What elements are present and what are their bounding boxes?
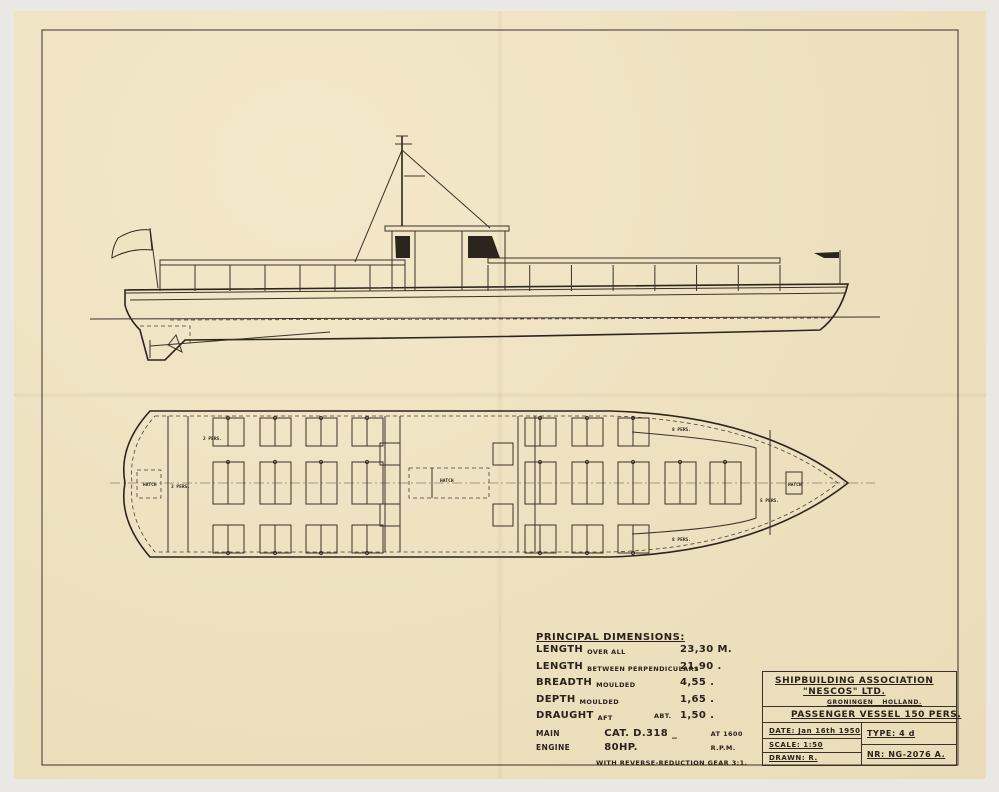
label-hatch-center: HATCH <box>440 478 454 484</box>
stair-port <box>379 442 401 466</box>
company-name: "NESCOS" LTD. <box>803 687 886 697</box>
hatch-bow <box>785 471 803 495</box>
company: SHIPBUILDING ASSOCIATION <box>775 676 934 686</box>
bench <box>617 459 650 505</box>
bench <box>351 524 384 556</box>
railings <box>159 257 781 291</box>
stair-stbd <box>379 503 401 527</box>
side-elevation <box>89 135 881 361</box>
bench <box>351 415 384 447</box>
bench <box>305 415 338 447</box>
drawn-by: DRAWN: R. <box>769 754 818 762</box>
drawing-number: NR: NG-2076 A. <box>867 750 946 759</box>
bench <box>212 415 245 447</box>
hatch-aft <box>136 469 162 499</box>
label-pers-port: 8 PERS. <box>672 427 691 433</box>
label-pers-stbd: 8 PERS. <box>672 537 691 543</box>
propeller <box>167 333 183 354</box>
benches <box>212 415 742 556</box>
bench <box>524 524 557 556</box>
waterline <box>89 316 881 320</box>
dimensions-heading: PRINCIPAL DIMENSIONS: <box>536 632 685 643</box>
bench <box>305 459 338 505</box>
bench <box>571 524 604 556</box>
bench <box>709 459 742 505</box>
bench <box>617 524 650 556</box>
rudder-shaft <box>149 331 331 358</box>
hatch-center <box>408 467 490 499</box>
location: GRONINGEN _ HOLLAND. <box>827 699 922 706</box>
stern-flagstaff <box>149 227 159 289</box>
bench <box>259 415 292 447</box>
mast <box>354 135 491 263</box>
bench <box>351 459 384 505</box>
deck-line <box>124 286 849 294</box>
type: TYPE: 4 d <box>867 729 916 738</box>
wheelhouse <box>384 225 510 290</box>
drawing-title: PASSENGER VESSEL 150 PERS. <box>791 710 962 720</box>
label-hatch-aft: HATCH <box>143 482 157 488</box>
hull-outline <box>122 410 850 558</box>
bench <box>212 524 245 556</box>
bench <box>571 415 604 447</box>
stern-flag <box>111 229 153 259</box>
bench <box>259 459 292 505</box>
label-pers: 2 PERS. <box>203 436 222 442</box>
blueprint-sheet <box>14 11 986 779</box>
bench <box>571 459 604 505</box>
label-pers-bow: 5 PERS. <box>760 498 779 504</box>
bench <box>212 459 245 505</box>
scale: SCALE: 1:50 <box>769 741 824 749</box>
title-block: SHIPBUILDING ASSOCIATION "NESCOS" LTD. G… <box>762 671 961 766</box>
date: DATE: Jan 16th 1950 <box>769 727 861 735</box>
gear-row: WITH REVERSE-REDUCTION GEAR 3:1. <box>596 758 748 767</box>
label-pers-aft: 3 PERS. <box>171 484 190 490</box>
hull-profile <box>124 283 850 361</box>
bow-pennant <box>814 252 839 258</box>
bench <box>259 524 292 556</box>
bench <box>305 524 338 556</box>
bench <box>524 459 557 505</box>
bench <box>524 415 557 447</box>
label-hatch-bow: HATCH <box>788 482 802 488</box>
bench <box>617 415 650 447</box>
main-engine-row: MAIN ENGINE CAT. D.318 _ 80HP. AT 1600 R… <box>536 727 743 754</box>
drawing-frame <box>41 29 959 766</box>
bench <box>664 459 697 505</box>
deck-plan: HATCH HATCH HATCH 3 PERS. 2 PERS. 8 PERS… <box>110 410 875 558</box>
